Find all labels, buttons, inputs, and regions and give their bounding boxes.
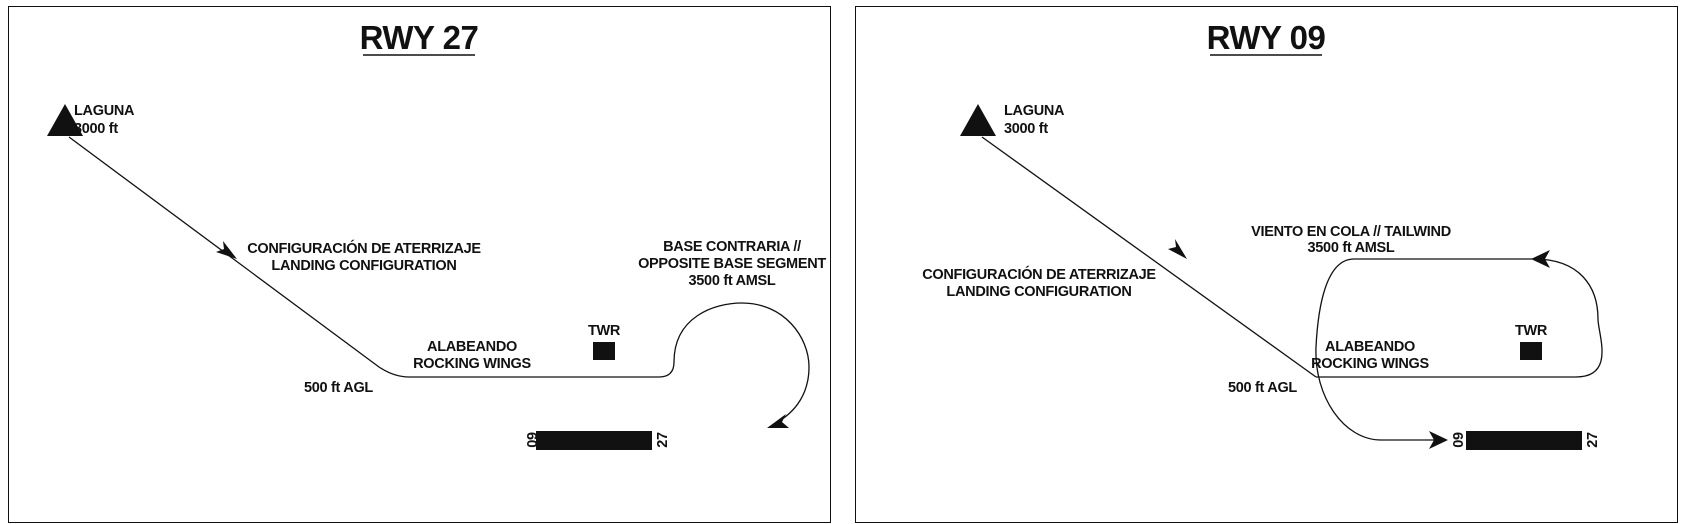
arrowhead-icon xyxy=(1429,431,1448,449)
arrowhead-icon xyxy=(1168,239,1187,259)
panel-title: RWY 09 xyxy=(1207,19,1326,56)
panel-rwy-27: RWY 27 LAGUNA 3000 ft CONFIGURACIÓN DE A… xyxy=(8,6,831,523)
panel-rwy-09: RWY 09 LAGUNA 3000 ft CONFIGURACIÓN DE A… xyxy=(855,6,1678,523)
landing-config-es: CONFIGURACIÓN DE ATERRIZAJE xyxy=(247,239,481,257)
segment-line-2: OPPOSITE BASE SEGMENT xyxy=(638,256,826,272)
inbound-track xyxy=(981,136,1317,378)
segment-line-2: 3500 ft AMSL xyxy=(1308,240,1395,256)
panel-title: RWY 27 xyxy=(360,19,479,56)
segment-line-1: BASE CONTRARIA // xyxy=(663,239,801,255)
tower-icon xyxy=(1520,342,1542,360)
rocking-wings-es: ALABEANDO xyxy=(427,339,517,355)
arrowhead-icon xyxy=(1531,250,1550,268)
flight-path xyxy=(68,136,810,425)
waypoint-triangle-icon xyxy=(960,104,996,136)
waypoint-name: LAGUNA xyxy=(1004,103,1065,119)
rocking-wings-en: ROCKING WINGS xyxy=(413,356,531,372)
runway-icon xyxy=(536,431,652,450)
waypoint-name: LAGUNA xyxy=(74,103,135,119)
landing-config-en: LANDING CONFIGURATION xyxy=(271,258,456,274)
segment-line-1: VIENTO EN COLA // TAILWIND xyxy=(1251,224,1451,240)
rocking-wings-es: ALABEANDO xyxy=(1325,339,1415,355)
tower-icon xyxy=(593,342,615,360)
landing-config-en: LANDING CONFIGURATION xyxy=(946,284,1131,300)
circuit-path xyxy=(1315,258,1603,441)
arrowhead-icon xyxy=(767,414,789,428)
waypoint-triangle-icon xyxy=(47,104,83,136)
runway-icon xyxy=(1466,431,1582,450)
segment-line-3: 3500 ft AMSL xyxy=(689,273,776,289)
runway-end-left: 09 xyxy=(1451,432,1467,448)
tower-label: TWR xyxy=(1515,323,1548,339)
waypoint-altitude: 3000 ft xyxy=(1004,121,1048,137)
arrowhead-icon xyxy=(216,241,237,259)
waypoint-altitude: 3000 ft xyxy=(74,121,118,137)
rocking-wings-en: ROCKING WINGS xyxy=(1311,356,1429,372)
diagram-rwy-27: RWY 27 LAGUNA 3000 ft CONFIGURACIÓN DE A… xyxy=(47,19,827,450)
diagram-rwy-09: RWY 09 LAGUNA 3000 ft CONFIGURACIÓN DE A… xyxy=(922,19,1603,450)
runway-end-right: 27 xyxy=(655,432,671,448)
agl-label: 500 ft AGL xyxy=(304,380,373,396)
tower-label: TWR xyxy=(588,323,621,339)
agl-label: 500 ft AGL xyxy=(1228,380,1297,396)
runway-end-right: 27 xyxy=(1585,432,1601,448)
landing-config-es: CONFIGURACIÓN DE ATERRIZAJE xyxy=(922,265,1156,283)
runway-end-left: 09 xyxy=(525,432,541,448)
